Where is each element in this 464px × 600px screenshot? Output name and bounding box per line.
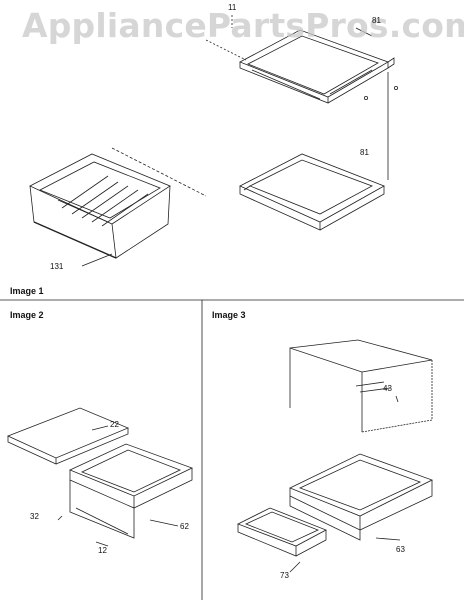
part-number-12: 12	[98, 546, 107, 555]
drawer-frame-drawing	[68, 443, 194, 539]
part-number-73: 73	[280, 571, 289, 580]
part-number-62: 62	[180, 522, 189, 531]
part-number-22: 22	[110, 420, 119, 429]
drawer-front-drawing	[237, 507, 327, 557]
pan-frame-drawing	[289, 453, 434, 541]
part-number-81: 81	[360, 148, 369, 157]
glass-shelf-drawing	[6, 407, 130, 465]
part-number-11: 11	[228, 3, 237, 12]
watermark: AppliancePartsPros.com	[22, 6, 464, 45]
part-number-43: 43	[383, 384, 392, 393]
part-number-81-top: 81	[372, 16, 381, 25]
image-1-label: Image 1	[10, 286, 44, 296]
shelf-frame-drawing	[239, 153, 385, 231]
image-3-label: Image 3	[212, 310, 246, 320]
part-number-63: 63	[396, 545, 405, 554]
part-number-32: 32	[30, 512, 39, 521]
top-shelf-drawing	[239, 29, 398, 104]
image-2-label: Image 2	[10, 310, 44, 320]
crisper-drawer-drawing	[29, 153, 171, 259]
part-number-131: 131	[50, 262, 64, 271]
crisper-cover-drawing	[289, 339, 433, 433]
